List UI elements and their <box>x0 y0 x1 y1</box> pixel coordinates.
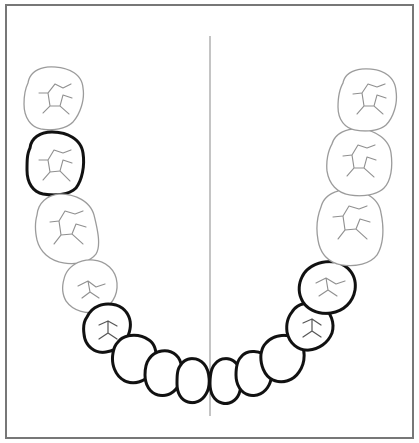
left-central-incisor <box>177 359 209 403</box>
right-second-molar <box>327 129 392 196</box>
left-second-molar <box>27 132 84 195</box>
left-third-molar <box>24 67 83 130</box>
right-first-molar <box>317 190 383 266</box>
right-second-premolar <box>299 262 355 314</box>
right-third-molar <box>338 69 396 131</box>
